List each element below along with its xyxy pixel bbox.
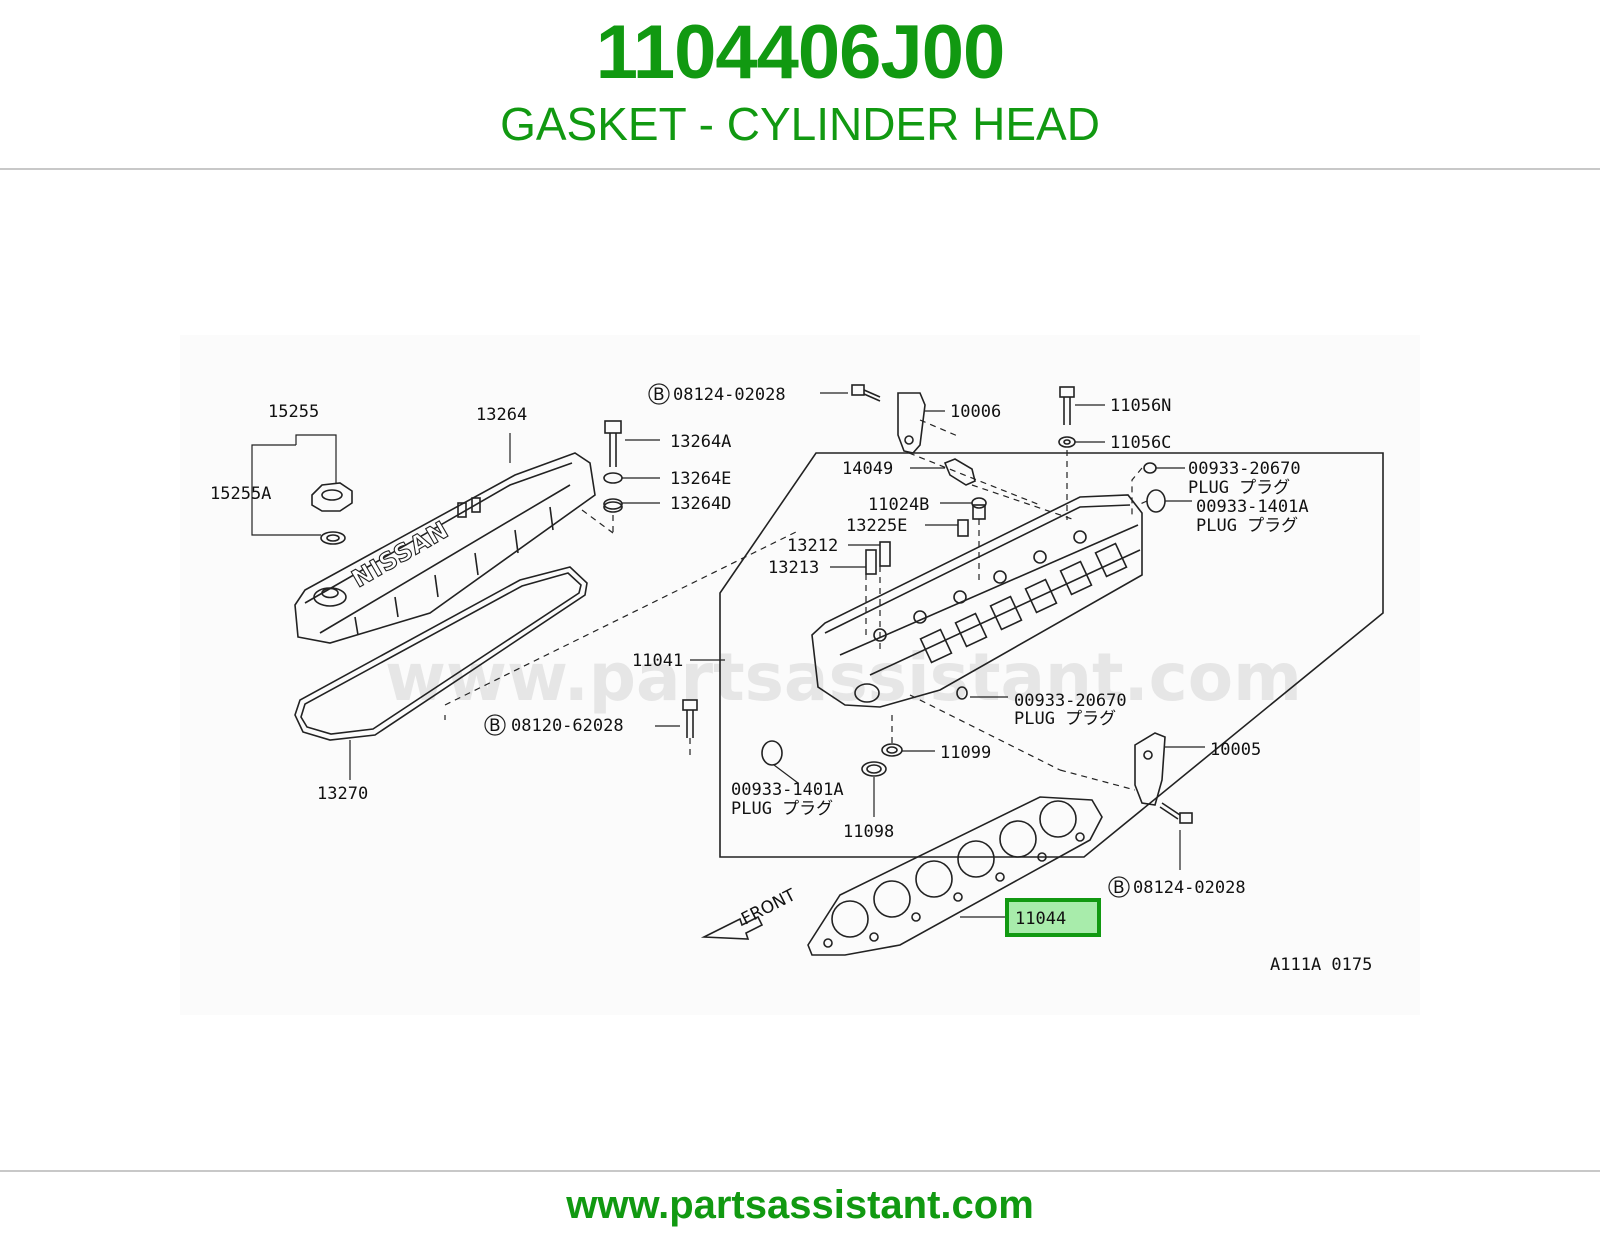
part-number-title: 1104406J00	[595, 10, 1005, 95]
bolt-marker-b-top	[648, 383, 670, 405]
rocker-cover-gasket	[294, 566, 588, 741]
plug-large-bottom	[761, 740, 783, 766]
front-arrow	[700, 915, 764, 940]
callout-13264[interactable]: 13264	[476, 405, 527, 425]
callout-13264D[interactable]: 13264D	[670, 494, 731, 514]
cylinder-head-assembly-frame	[719, 452, 1384, 858]
plug-small-top	[1143, 462, 1157, 474]
callout-11024B[interactable]: 11024B	[868, 495, 929, 515]
callout-15255A[interactable]: 15255A	[210, 484, 271, 504]
callout-11098[interactable]: 11098	[843, 822, 894, 842]
callout-00933-1401A-bottom[interactable]: 00933-1401A	[731, 780, 844, 800]
seal-11099	[881, 743, 903, 757]
callout-00933-1401A-top[interactable]: 00933-1401A	[1196, 497, 1309, 517]
temperature-switch	[943, 458, 976, 486]
seal-11098	[861, 761, 887, 777]
callout-00933-20670-mid[interactable]: 00933-20670	[1014, 691, 1127, 711]
callout-11099[interactable]: 11099	[940, 743, 991, 763]
bolt-marker-b-bottom	[1108, 876, 1130, 898]
head-bolt	[1058, 386, 1076, 448]
bolt-top	[851, 384, 881, 402]
front-label: FRONT	[738, 885, 799, 929]
parts-diagram: www.partsassistant.com NISSAN	[180, 335, 1420, 1015]
footer-divider	[0, 1170, 1600, 1172]
svg-text:B: B	[653, 385, 665, 405]
callout-13264E[interactable]: 13264E	[670, 469, 731, 489]
rocker-cover: NISSAN	[294, 452, 596, 644]
plug-label-top1: PLUG プラグ	[1188, 478, 1290, 498]
callout-10006[interactable]: 10006	[950, 402, 1001, 422]
plug-label-bottom: PLUG プラグ	[731, 799, 833, 819]
cylinder-head	[811, 494, 1143, 708]
plug-label-top2: PLUG プラグ	[1196, 516, 1298, 536]
bolt-bottom	[1159, 802, 1193, 824]
callout-08124-bottom[interactable]: 08124-02028	[1133, 878, 1246, 898]
bolt-marker-b-mid	[484, 714, 506, 736]
engine-lifting-bracket-front	[897, 392, 926, 454]
callout-15255[interactable]: 15255	[268, 402, 319, 422]
rocker-cover-bolt	[603, 420, 623, 513]
plug-large-top	[1146, 489, 1166, 513]
bolt-08120	[682, 699, 698, 738]
callout-08120-62028[interactable]: 08120-62028	[511, 716, 624, 736]
callout-11056C[interactable]: 11056C	[1110, 433, 1171, 453]
header-divider	[0, 168, 1600, 170]
callout-14049[interactable]: 14049	[842, 459, 893, 479]
callout-11044-highlighted[interactable]: 11044	[1015, 909, 1066, 929]
plug-label-mid: PLUG プラグ	[1014, 709, 1116, 729]
highlighted-part-callout[interactable]	[1005, 898, 1101, 937]
oil-filler-cap	[311, 482, 353, 545]
callout-13264A[interactable]: 13264A	[670, 432, 731, 452]
callout-13225E[interactable]: 13225E	[846, 516, 907, 536]
svg-text:B: B	[1113, 878, 1125, 898]
nissan-logo: NISSAN	[347, 515, 454, 593]
svg-text:B: B	[489, 716, 501, 736]
part-name-subtitle: GASKET - CYLINDER HEAD	[500, 98, 1100, 150]
callout-13212[interactable]: 13212	[787, 536, 838, 556]
plug-small-mid	[956, 686, 968, 700]
figure-code: A111A 0175	[1270, 955, 1372, 975]
callout-10005[interactable]: 10005	[1210, 740, 1261, 760]
callout-13213[interactable]: 13213	[768, 558, 819, 578]
callout-00933-20670-top[interactable]: 00933-20670	[1188, 459, 1301, 479]
engine-lifting-bracket-rear	[1134, 732, 1166, 806]
bracket-hole	[904, 435, 914, 445]
callout-11041[interactable]: 11041	[632, 651, 683, 671]
callout-13270[interactable]: 13270	[317, 784, 368, 804]
footer-website-link[interactable]: www.partsassistant.com	[566, 1183, 1034, 1227]
cylinder-head-gasket	[807, 796, 1103, 956]
callout-08124-top[interactable]: 08124-02028	[673, 385, 786, 405]
callout-11056N[interactable]: 11056N	[1110, 396, 1171, 416]
